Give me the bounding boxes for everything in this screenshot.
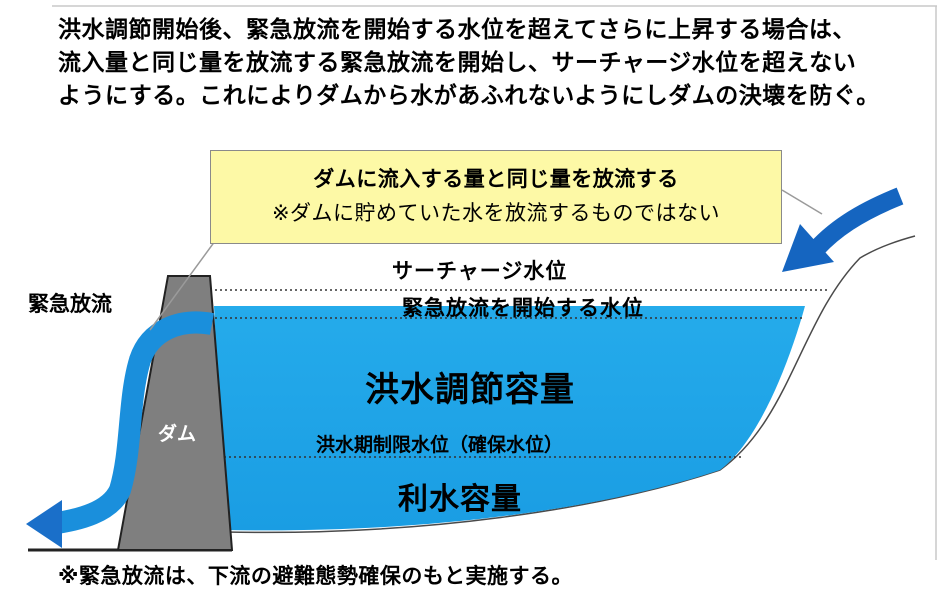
emergency-release-label: 緊急放流 — [28, 292, 112, 316]
dam-label: ダム — [158, 423, 197, 445]
dam-body — [116, 275, 234, 551]
release-arrow-head — [26, 500, 62, 548]
water-use-capacity-label: 利水容量 — [398, 482, 522, 517]
callout-line-1: ダムに流入する量と同じ量を放流する — [313, 167, 679, 191]
terrain-line — [224, 235, 916, 534]
callout-pointer-inflow — [781, 189, 823, 215]
flood-control-capacity-label: 洪水調節容量 — [365, 370, 575, 410]
intro-line-1: 洪水調節開始後、緊急放流を開始する水位を超えてさらに上昇する場合は、 — [58, 17, 856, 43]
callout-box: ダムに流入する量と同じ量を放流する ※ダムに貯めていた水を放流するものではない — [210, 150, 782, 244]
reservoir-water — [214, 306, 805, 531]
release-flow — [48, 311, 215, 535]
intro-line-2: 流入量と同じ量を放流する緊急放流を開始し、サーチャージ水位を超えない — [58, 50, 857, 76]
intro-text: 洪水調節開始後、緊急放流を開始する水位を超えてさらに上昇する場合は、 流入量と同… — [58, 14, 928, 113]
surcharge-level-label: サーチャージ水位 — [392, 259, 568, 283]
flood-period-level-label: 洪水期制限水位（確保水位） — [316, 434, 564, 456]
intro-line-3: ようにする。これによりダムから水があふれないようにしダムの決壊を防ぐ。 — [58, 83, 880, 109]
footnote: ※緊急放流は、下流の避難態勢確保のもと実施する。 — [58, 564, 573, 588]
inflow-arrow-head — [782, 224, 834, 272]
emergency-start-level-label: 緊急放流を開始する水位 — [402, 296, 644, 320]
callout-line-2: ※ダムに貯めていた水を放流するものではない — [271, 201, 721, 225]
